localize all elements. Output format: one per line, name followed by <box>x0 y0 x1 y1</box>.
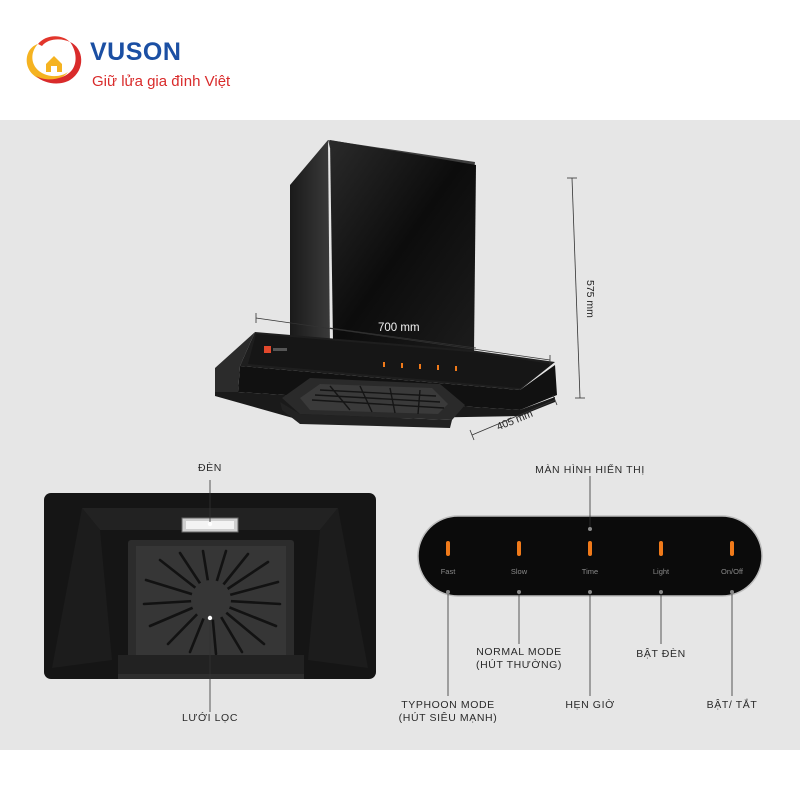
brand-slogan: Giữ lửa gia đình Việt <box>92 73 231 90</box>
button-caption-slow: Slow <box>510 567 528 576</box>
dimension-lines <box>255 177 585 441</box>
vuson-logo-icon <box>26 36 82 84</box>
label-light-on: BẬT ĐÈN <box>636 648 686 660</box>
range-hood-3d <box>215 140 557 428</box>
button-caption-onoff: On/Off <box>721 567 743 576</box>
label-filter: LƯỚI LỌC <box>181 712 239 724</box>
button-caption-time: Time <box>581 567 599 576</box>
label-display: MÀN HÌNH HIỂN THỊ <box>535 464 645 476</box>
label-typhoon-mode-line1: TYPHOON MODE <box>401 699 495 711</box>
label-typhoon-mode-line2: (HÚT SIÊU MẠNH) <box>398 712 498 724</box>
dimension-height: 575 mm <box>584 280 596 318</box>
button-caption-light: Light <box>652 567 670 576</box>
label-normal-mode: NORMAL MODE (HÚT THƯỜNG) <box>464 646 574 672</box>
header: VUSON Giữ lửa gia đình Việt <box>0 0 800 120</box>
footer <box>0 750 800 800</box>
dimension-width: 700 mm <box>378 322 420 334</box>
control-panel-closeup <box>417 476 763 696</box>
label-typhoon-mode: TYPHOON MODE (HÚT SIÊU MẠNH) <box>390 699 506 725</box>
label-timer: HẸN GIỜ <box>565 699 615 711</box>
label-light: ĐÈN <box>198 462 222 474</box>
button-caption-fast: Fast <box>440 567 456 576</box>
label-normal-mode-line2: (HÚT THƯỜNG) <box>475 659 563 671</box>
brand-name: VUSON <box>90 38 182 66</box>
label-normal-mode-line1: NORMAL MODE <box>476 646 562 658</box>
label-power: BẬT/ TẮT <box>706 699 758 711</box>
product-drawing <box>44 140 763 712</box>
hood-underside-view <box>44 480 376 712</box>
